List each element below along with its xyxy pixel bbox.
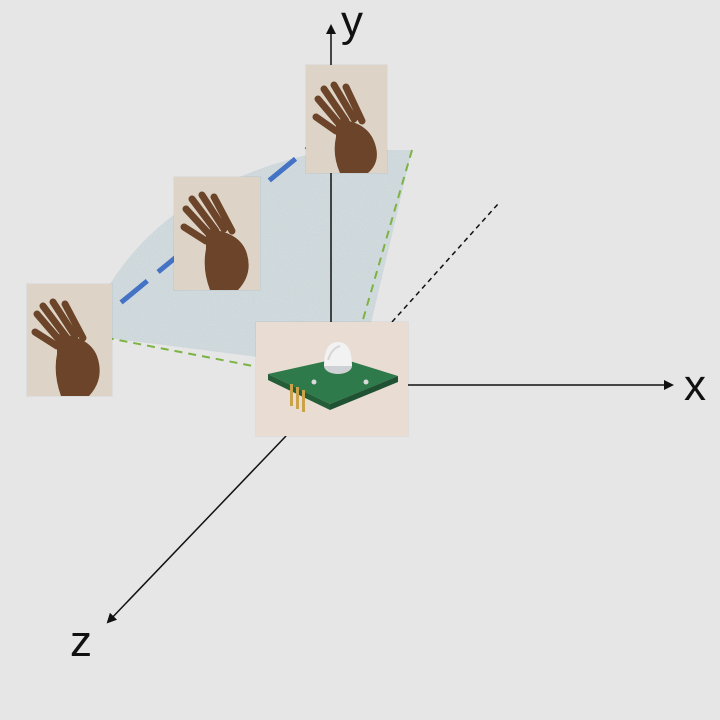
x-axis-label: x xyxy=(684,361,706,410)
hand-position-3 xyxy=(306,65,387,173)
field-boundary xyxy=(91,149,413,376)
z-axis xyxy=(106,435,287,624)
hand-position-1 xyxy=(27,284,112,396)
hand-position-2 xyxy=(174,177,260,290)
hand-icon xyxy=(174,177,260,290)
hand-icon xyxy=(306,65,387,173)
z-axis-label: z xyxy=(70,617,92,666)
hand-icon xyxy=(27,284,112,396)
depth-axis-dashed xyxy=(391,203,499,323)
pir-sensor-photo xyxy=(256,322,408,436)
y-axis-label: y xyxy=(341,0,363,46)
pir-motion-sensor-board-icon xyxy=(256,322,408,436)
